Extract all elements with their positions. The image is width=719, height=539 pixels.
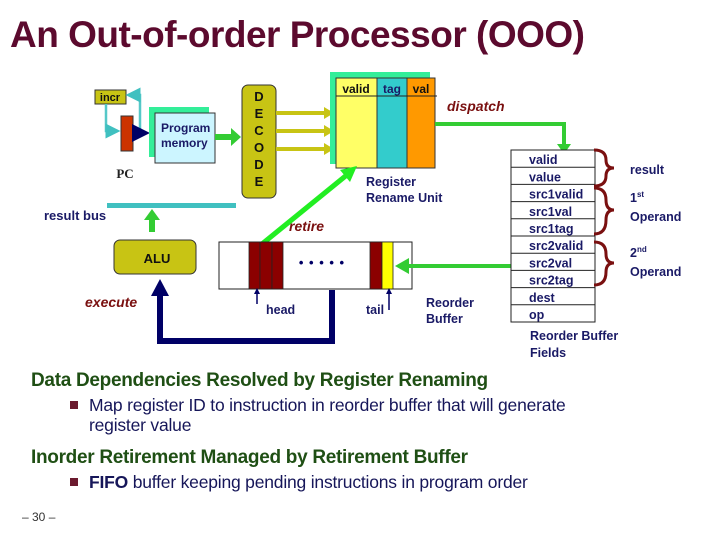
rob-field-src2val: src2val (529, 256, 572, 270)
memory-to-decode-arrow (215, 128, 241, 146)
dispatch-arrow (435, 122, 571, 154)
rename-col-tag: tag (383, 82, 401, 96)
rob-entry (369, 241, 383, 290)
result-bus-label: result bus (44, 208, 106, 223)
execute-path (151, 279, 335, 344)
bullet-square-icon (70, 401, 78, 409)
rob-field-valid: valid (529, 153, 558, 167)
brace-operand2 (593, 240, 615, 287)
alu-label: ALU (144, 251, 171, 266)
rob-field-src1val: src1val (529, 205, 572, 219)
bullet-line: buffer keeping pending instructions in p… (128, 472, 528, 492)
rob-label-1: Reorder (426, 296, 474, 310)
pc-label: PC (116, 166, 133, 181)
bullet-item-retirement: FIFO buffer keeping pending instructions… (89, 472, 528, 492)
group-operand2-number: 2nd (630, 245, 647, 260)
alu-unit: ALU (113, 239, 197, 275)
rob-field-src1tag: src1tag (529, 222, 573, 236)
page-number: – 30 – (22, 510, 56, 524)
rob-field-dest: dest (529, 291, 556, 305)
rob-entry (248, 241, 261, 290)
head-pointer (254, 288, 260, 304)
head-label: head (266, 303, 295, 317)
decode-to-rename-arrows (276, 107, 334, 155)
retire-arrow (260, 166, 357, 246)
incr-label: incr (100, 92, 121, 104)
rename-unit-label-2: Rename Unit (366, 191, 443, 205)
decode-unit: D E C O D E (241, 84, 277, 199)
rob-fields-table: valid value src1valid src1val src1tag src2val… (510, 149, 596, 323)
insert-arrow (395, 258, 511, 274)
rob-label-2: Buffer (426, 312, 463, 326)
rob-field-src2tag: src2tag (529, 274, 573, 288)
tail-pointer (386, 288, 392, 310)
bullet-heading-renaming: Data Dependencies Resolved by Register R… (31, 370, 488, 391)
decode-letter: E (255, 174, 264, 189)
rename-unit-label-1: Register (366, 175, 416, 189)
alu-to-bus-arrow (144, 209, 160, 232)
result-bus (107, 203, 236, 208)
rob-entry (271, 241, 284, 290)
rename-col-val: val (413, 82, 430, 96)
decode-letter: D (254, 89, 263, 104)
slide-title: An Out-of-order Processor (OOO) (10, 14, 585, 55)
bullet-bold-term: FIFO (89, 472, 129, 492)
decode-letter: E (255, 106, 264, 121)
rob-field-value: value (529, 170, 561, 184)
pc-register (120, 115, 134, 152)
rob-fields-caption-2: Fields (530, 346, 566, 360)
rob-field-src2valid: src2valid (529, 239, 583, 253)
bullet-line: Map register ID to instruction in reorde… (89, 395, 566, 415)
group-result-label: result (630, 163, 665, 177)
decode-letter: C (254, 123, 264, 138)
rob-fields-caption-1: Reorder Buffer (530, 329, 618, 343)
rob-tail-entry (381, 241, 394, 290)
rob-ellipsis: • • • • • (299, 255, 345, 270)
program-memory-label-1: Program (161, 121, 210, 135)
group-operand1-label: Operand (630, 210, 681, 224)
group-operand2-label: Operand (630, 265, 681, 279)
brace-operand1 (593, 186, 615, 236)
rob-field-op: op (529, 308, 545, 322)
rob-field-src1valid: src1valid (529, 188, 583, 202)
rename-col-valid: valid (342, 82, 369, 96)
register-rename-unit: valid tag val (330, 72, 437, 169)
decode-letter: D (254, 157, 263, 172)
group-operand1-number: 1st (630, 190, 644, 205)
bullet-item-renaming: Map register ID to instruction in reorde… (89, 395, 689, 435)
bullet-line: register value (89, 415, 192, 435)
program-memory: Program memory (149, 107, 216, 164)
retire-label: retire (289, 218, 324, 234)
decode-letter: O (254, 140, 264, 155)
program-memory-label-2: memory (161, 136, 208, 150)
tail-label: tail (366, 303, 384, 317)
bullet-square-icon (70, 478, 78, 486)
incr-box: incr (94, 89, 127, 105)
reorder-buffer: • • • • • (218, 241, 413, 290)
execute-label: execute (85, 294, 137, 310)
brace-result (593, 148, 615, 188)
rob-entry (259, 241, 273, 290)
dispatch-label: dispatch (447, 98, 505, 114)
bullet-heading-retirement: Inorder Retirement Managed by Retirement… (31, 447, 468, 468)
